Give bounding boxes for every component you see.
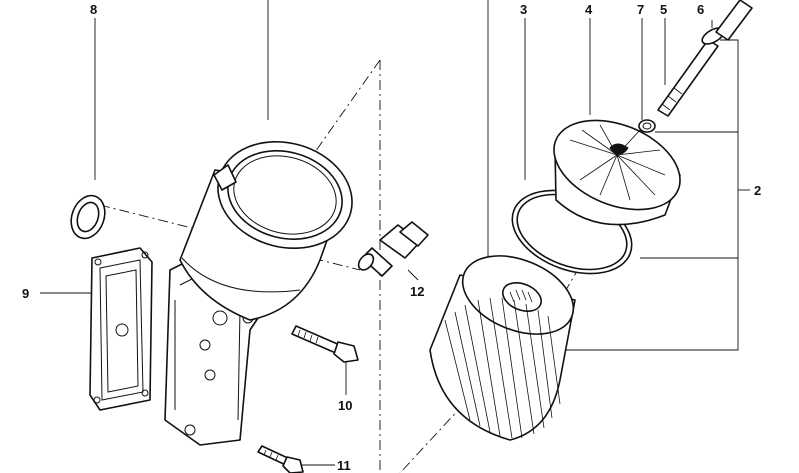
callout-2: 2 (754, 183, 761, 198)
oil-sensor-part-12 (357, 221, 429, 277)
filter-cover-part-4 (553, 119, 681, 226)
filter-element (429, 255, 576, 441)
washer-part-7 (638, 119, 656, 133)
callout-8: 8 (90, 2, 97, 17)
center-bolt-part-5 (657, 39, 719, 117)
callout-3: 3 (520, 2, 527, 17)
callout-10: 10 (338, 398, 352, 413)
cap-part-6 (701, 0, 753, 45)
callout-9: 9 (22, 286, 29, 301)
callout-5: 5 (660, 2, 667, 17)
callout-4: 4 (585, 2, 593, 17)
gasket-part-9 (89, 247, 153, 411)
bolt-part-10 (291, 325, 359, 363)
sealing-ring-part-8 (70, 194, 106, 240)
callout-labels: 8 3 4 7 5 6 2 9 12 10 11 (22, 2, 761, 473)
callout-6: 6 (697, 2, 704, 17)
callout-12: 12 (410, 284, 424, 299)
callout-11: 11 (337, 458, 351, 473)
callout-7: 7 (637, 2, 644, 17)
bolt-part-11 (257, 445, 304, 473)
filter-housing (164, 140, 353, 446)
